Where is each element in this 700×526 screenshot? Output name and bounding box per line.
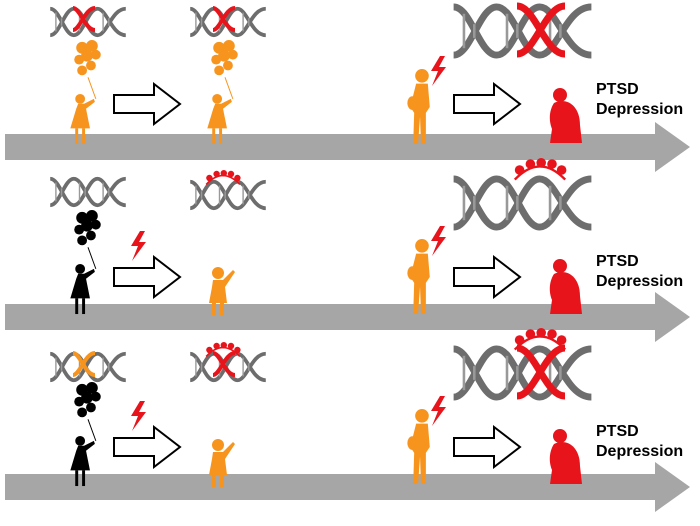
trauma-lightning-icon <box>431 396 446 426</box>
dna-large-icon <box>454 179 592 227</box>
dna-large-icon <box>454 349 592 397</box>
trauma-lightning-icon <box>131 231 146 261</box>
trauma-lightning-icon <box>431 226 446 256</box>
row-3 <box>5 328 690 512</box>
outcome-depression: Depression <box>596 443 684 460</box>
time-arrow-icon <box>453 83 521 125</box>
distressed-person-icon <box>549 429 582 484</box>
outcome-labels: PTSD Depression <box>596 422 683 462</box>
row-2 <box>5 158 690 342</box>
outcome-labels: PTSD Depression <box>596 80 683 120</box>
distressed-person-icon <box>549 88 582 143</box>
time-arrow-icon <box>453 256 521 298</box>
time-arrow-icon <box>453 426 521 468</box>
adult-woman-icon <box>407 408 430 485</box>
girl-with-balloons-icon <box>69 381 102 487</box>
outcome-ptsd: PTSD <box>596 81 639 98</box>
girl-with-balloons-icon <box>206 39 239 145</box>
adult-woman-icon <box>407 68 430 145</box>
distressed-person-icon <box>549 259 582 314</box>
adult-woman-icon <box>407 238 430 315</box>
trauma-lightning-icon <box>131 401 146 431</box>
outcome-ptsd: PTSD <box>596 423 639 440</box>
time-arrow-icon <box>113 83 181 125</box>
dna-large-icon <box>454 7 592 55</box>
girl-with-balloons-icon <box>69 39 102 145</box>
girl-with-balloons-icon <box>69 209 102 315</box>
outcome-depression: Depression <box>596 101 684 118</box>
trauma-lightning-icon <box>431 56 446 86</box>
dna-icon <box>48 176 128 208</box>
timeline-arrow <box>5 292 690 342</box>
time-arrow-icon <box>113 256 181 298</box>
dna-icon <box>188 179 268 211</box>
time-arrow-icon <box>113 426 181 468</box>
timeline-arrow <box>5 462 690 512</box>
risk-gene-highlight <box>72 351 96 377</box>
outcome-labels: PTSD Depression <box>596 252 683 292</box>
timeline-arrow <box>5 122 690 172</box>
outcome-ptsd: PTSD <box>596 253 639 270</box>
outcome-depression: Depression <box>596 273 684 290</box>
row-1 <box>5 2 690 172</box>
